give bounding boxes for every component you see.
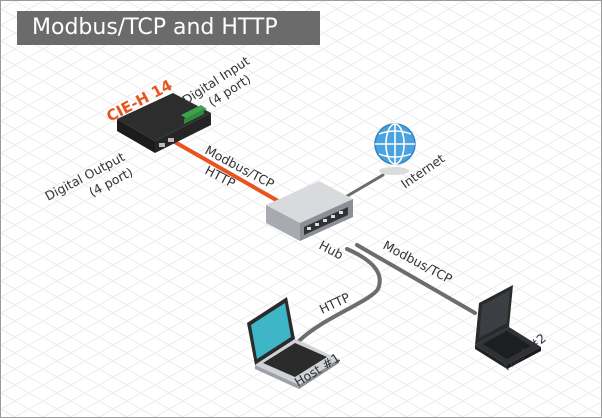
hub-host2-cable (355, 243, 477, 315)
host1-laptop (247, 297, 339, 389)
host2-laptop (475, 285, 541, 369)
globe-icon (374, 123, 416, 175)
hub-device (266, 181, 353, 241)
cie-h14-device (117, 93, 211, 153)
device-hub-cable (171, 139, 287, 207)
hub-host1-cable (297, 247, 382, 343)
page-title: Modbus/TCP and HTTP (17, 11, 320, 45)
